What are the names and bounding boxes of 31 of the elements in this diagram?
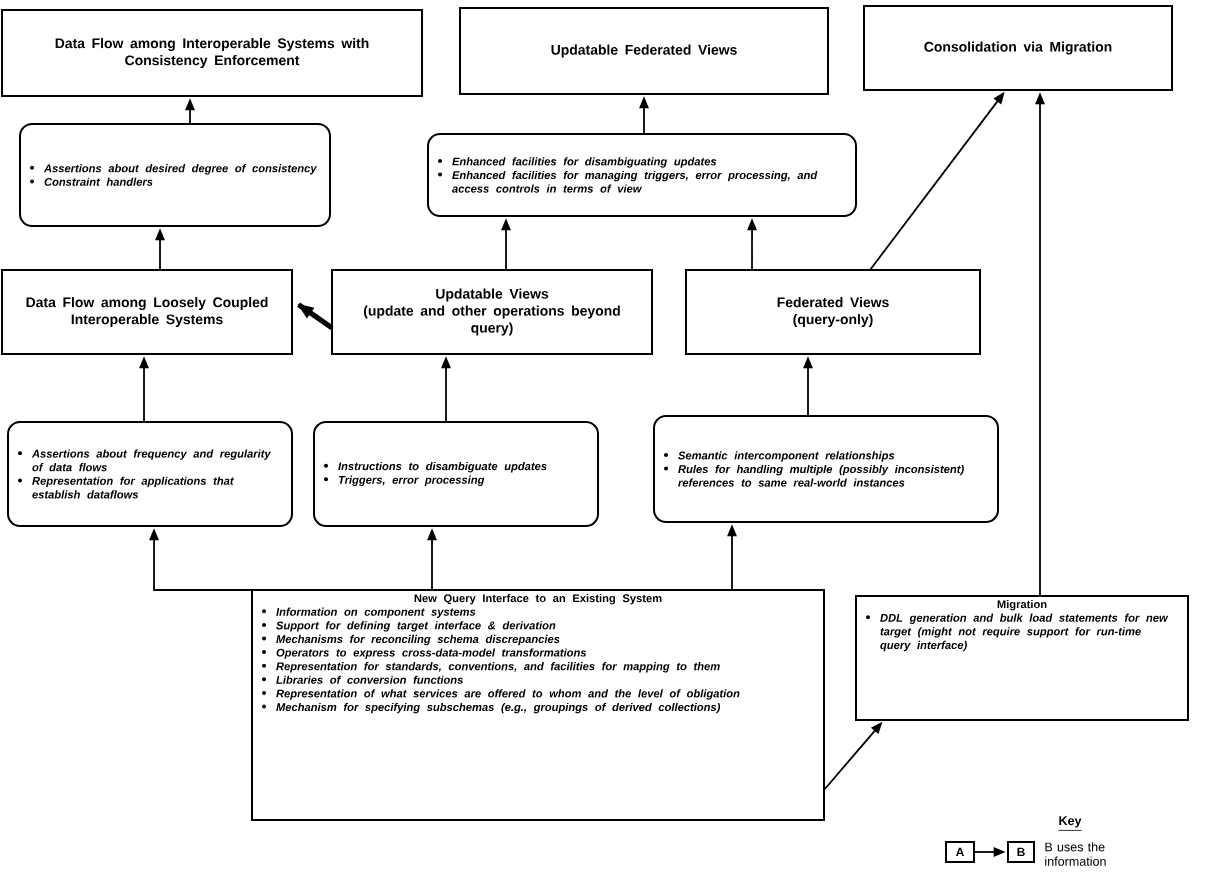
arrow <box>155 228 165 271</box>
arrow <box>1035 92 1045 597</box>
arrow <box>747 218 757 271</box>
arrow <box>149 528 253 591</box>
note-box <box>7 421 293 527</box>
key-box <box>1007 841 1035 863</box>
arrow <box>727 524 737 591</box>
arrow <box>803 356 813 417</box>
note-box <box>19 123 331 227</box>
arrow <box>139 356 149 423</box>
process-box <box>1 9 423 97</box>
arrow <box>973 847 1006 857</box>
arrow <box>427 528 437 591</box>
process-box <box>459 7 829 95</box>
process-box <box>1 269 293 355</box>
arrow <box>869 91 1005 271</box>
arrow <box>501 218 511 271</box>
arrow <box>297 302 334 331</box>
key-box <box>945 841 975 863</box>
note-box <box>313 421 599 527</box>
note-box <box>653 415 999 523</box>
process-box <box>855 595 1189 721</box>
note-box <box>427 133 857 217</box>
process-box <box>685 269 981 355</box>
arrow <box>441 356 451 423</box>
process-box <box>863 5 1173 91</box>
arrow <box>185 98 195 125</box>
arrow <box>823 721 883 791</box>
arrow <box>639 96 649 135</box>
process-box <box>251 589 825 821</box>
process-box <box>331 269 653 355</box>
